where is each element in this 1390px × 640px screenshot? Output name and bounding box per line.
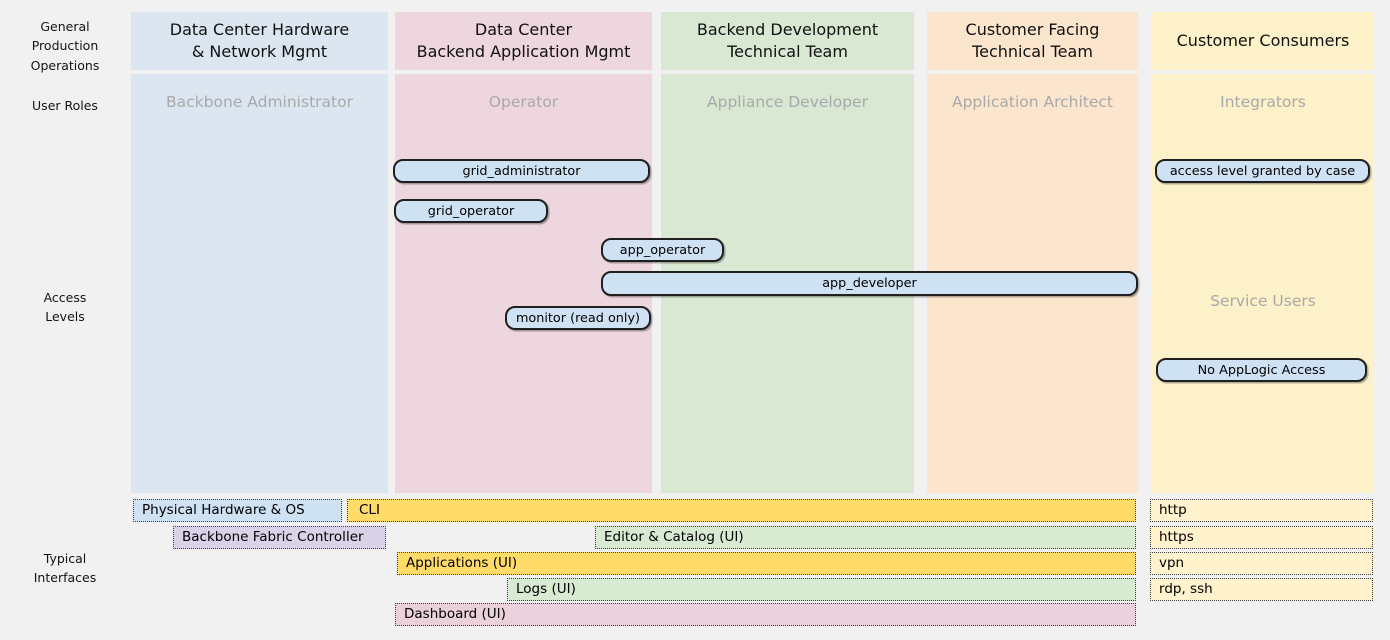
- interface-bar-physical-hardware-os: Physical Hardware & OS: [133, 499, 342, 522]
- column-body-customer-consumers: Integrators Service Users: [1152, 74, 1374, 493]
- interface-bar-cli: CLI: [347, 499, 1136, 522]
- column-header-dc-backend-app: Data Center Backend Application Mgmt: [395, 12, 652, 70]
- row-label-user-roles: User Roles: [8, 96, 122, 115]
- interface-bar-http: http: [1150, 499, 1373, 522]
- row-label-typical-interfaces: Typical Interfaces: [8, 549, 122, 588]
- interface-bar-dashboard-ui: Dashboard (UI): [395, 603, 1136, 626]
- access-pill-no-applogic-access: No AppLogic Access: [1156, 358, 1367, 382]
- access-pill-grid-administrator: grid_administrator: [393, 159, 650, 183]
- interface-bar-backbone-fabric-controller: Backbone Fabric Controller: [173, 526, 386, 549]
- access-pill-grid-operator: grid_operator: [394, 199, 548, 223]
- interface-bar-applications-ui: Applications (UI): [397, 552, 1136, 575]
- interface-bar-logs-ui: Logs (UI): [507, 578, 1136, 601]
- access-pill-app-operator: app_operator: [601, 238, 724, 262]
- row-label-general-production-operations: General Production Operations: [8, 17, 122, 75]
- row-label-access-levels: Access Levels: [8, 288, 122, 327]
- role-service-users: Service Users: [1152, 292, 1374, 310]
- access-pill-monitor-read-only: monitor (read only): [505, 306, 651, 330]
- interface-bar-rdp-ssh: rdp, ssh: [1150, 578, 1373, 601]
- column-body-dc-hardware-network: Backbone Administrator: [131, 74, 388, 493]
- interface-bar-https: https: [1150, 526, 1373, 549]
- access-pill-app-developer: app_developer: [601, 271, 1138, 296]
- column-header-dc-hardware-network: Data Center Hardware & Network Mgmt: [131, 12, 388, 70]
- role-application-architect: Application Architect: [927, 74, 1138, 111]
- column-header-customer-facing-team: Customer Facing Technical Team: [927, 12, 1138, 70]
- role-backbone-administrator: Backbone Administrator: [131, 74, 388, 111]
- access-pill-access-level-granted-by-case: access level granted by case: [1155, 159, 1370, 183]
- role-operator: Operator: [395, 74, 652, 111]
- interface-bar-vpn: vpn: [1150, 552, 1373, 575]
- role-appliance-developer: Appliance Developer: [661, 74, 914, 111]
- interface-bar-editor-catalog-ui: Editor & Catalog (UI): [595, 526, 1136, 549]
- column-header-customer-consumers: Customer Consumers: [1152, 12, 1374, 70]
- role-integrators: Integrators: [1152, 74, 1374, 111]
- column-header-backend-dev-team: Backend Development Technical Team: [661, 12, 914, 70]
